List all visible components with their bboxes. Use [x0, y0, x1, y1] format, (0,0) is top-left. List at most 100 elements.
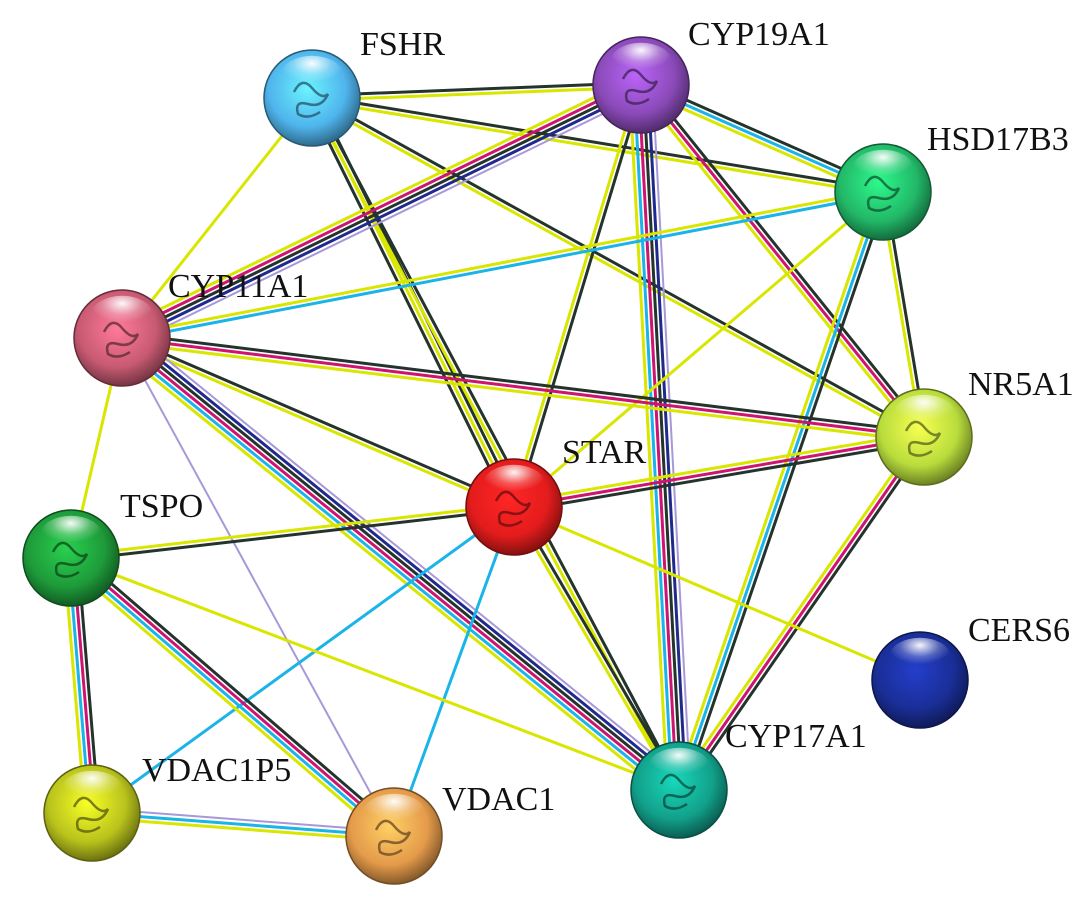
edge-line-magenta: [118, 79, 641, 336]
edge-tspo-cyp17a1: [69, 556, 681, 792]
edge-line-cyan: [67, 558, 394, 840]
edge-line-black: [514, 504, 683, 791]
node-vdac1p5[interactable]: [43, 764, 141, 862]
edge-line-black: [514, 84, 645, 510]
node-label-star: STAR: [562, 434, 647, 471]
edge-line-yellow: [119, 338, 515, 511]
edge-line-yellow: [310, 85, 643, 102]
edge-line-cyan: [632, 83, 674, 792]
edge-cyp19a1-star: [510, 82, 645, 510]
edge-line-black: [74, 551, 401, 833]
edge-line-yellow: [69, 556, 681, 792]
edge-line-yellow: [512, 505, 922, 682]
edge-line-black: [513, 440, 927, 514]
edge-line-yellow: [113, 345, 674, 801]
edge-line-yellow: [310, 98, 885, 196]
edge-line-magenta: [119, 338, 680, 794]
edge-nr5a1-cyp17a1: [673, 432, 930, 795]
edge-line-yellow: [512, 190, 885, 509]
edge-line-cyan: [116, 341, 677, 797]
edge-line-black: [121, 334, 682, 790]
edge-line-black: [643, 80, 930, 436]
edge-star-cers6: [512, 505, 922, 682]
node-tspo[interactable]: [22, 509, 120, 607]
edge-line-yellow: [673, 432, 922, 789]
node-label-fshr: FSHR: [360, 26, 445, 63]
node-cyp19a1[interactable]: [592, 36, 690, 134]
edge-line-black: [310, 94, 885, 192]
edge-line-magenta: [637, 83, 679, 792]
edge-line-yellow: [69, 503, 516, 558]
node-gloss: [894, 394, 954, 430]
edge-star-tspo: [69, 503, 516, 562]
edge-cyp19a1-nr5a1: [635, 80, 930, 442]
edge-vdac1p5-vdac1: [90, 807, 396, 843]
node-label-cyp19a1: CYP19A1: [688, 16, 830, 53]
edge-star-vdac1p5: [90, 505, 516, 815]
edge-line-black: [310, 81, 643, 98]
node-gloss: [484, 464, 544, 500]
edge-line-cyan: [90, 811, 396, 838]
node-vdac1[interactable]: [345, 787, 443, 885]
edge-line-lavender: [91, 807, 396, 833]
node-gloss: [364, 793, 424, 829]
edge-line-black: [641, 83, 683, 792]
node-gloss: [853, 149, 913, 185]
edge-hsd17b3-cyp17a1: [673, 189, 889, 793]
node-cyp17a1[interactable]: [630, 741, 728, 839]
edge-line-cyan: [392, 505, 516, 838]
edge-line-yellow: [510, 82, 641, 508]
node-gloss: [62, 770, 122, 806]
edge-line-magenta: [512, 435, 926, 509]
node-gloss: [92, 295, 152, 331]
node-gloss: [41, 515, 101, 551]
node-label-cers6: CERS6: [968, 612, 1070, 649]
edge-cyp19a1-cyp11a1: [116, 75, 647, 348]
edge-cyp11a1-nr5a1: [119, 331, 927, 444]
edge-line-cyan: [90, 505, 516, 815]
edge-line-magenta: [120, 336, 926, 439]
node-label-cyp11a1: CYP11A1: [168, 268, 308, 305]
edge-line-lavender: [651, 83, 692, 791]
edge-line-magenta: [71, 554, 398, 836]
edge-hsd17b3-cyp11a1: [120, 188, 885, 342]
edge-line-black: [121, 331, 927, 434]
edge-line-lavender: [128, 328, 688, 783]
edge-line-lavender: [125, 92, 647, 348]
edge-line-yellow: [309, 98, 925, 441]
node-gloss: [649, 747, 709, 783]
edge-line-cyan: [120, 192, 885, 342]
edge-line-black: [120, 83, 643, 340]
edge-line-yellow: [635, 86, 922, 442]
edge-nr5a1-star: [511, 430, 927, 514]
edge-line-black: [121, 334, 517, 507]
nodes-layer: [22, 36, 973, 885]
node-gloss: [282, 55, 342, 91]
node-nr5a1[interactable]: [875, 388, 973, 486]
edge-line-black: [69, 507, 516, 562]
node-cers6[interactable]: [871, 631, 969, 729]
node-star[interactable]: [465, 458, 563, 556]
edges-layer: [62, 75, 930, 843]
edge-cyp11a1-star: [119, 334, 517, 511]
node-gloss: [890, 637, 950, 673]
edge-line-black: [306, 98, 512, 511]
edge-line-cyan: [677, 190, 885, 792]
node-hsd17b3[interactable]: [834, 143, 932, 241]
node-label-vdac1: VDAC1: [442, 781, 555, 818]
node-label-cyp17a1: CYP17A1: [725, 718, 867, 755]
edge-fshr-hsd17b3: [310, 94, 885, 196]
node-cyp11a1[interactable]: [73, 289, 171, 387]
edge-line-black: [312, 95, 683, 791]
edge-line-navy: [646, 83, 688, 792]
edge-line-yellow: [90, 816, 396, 843]
edge-line-magenta: [639, 83, 926, 439]
edge-cyp19a1-cyp17a1: [628, 83, 692, 793]
node-fshr[interactable]: [263, 49, 361, 147]
edge-line-yellow: [64, 561, 391, 843]
node-gloss: [611, 42, 671, 78]
node-label-hsd17b3: HSD17B3: [927, 121, 1069, 158]
edge-tspo-vdac1: [64, 551, 401, 843]
edge-line-navy: [122, 87, 645, 344]
